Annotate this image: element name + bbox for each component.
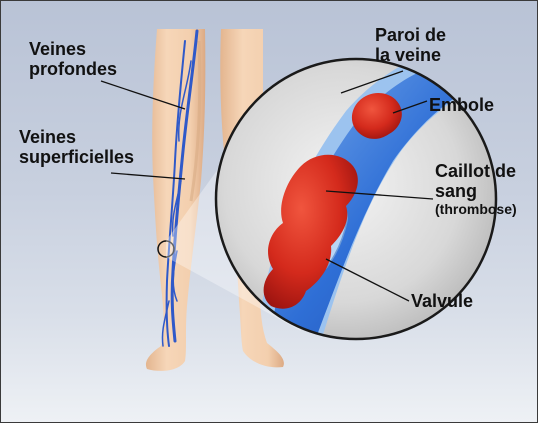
label-vein-wall: Paroi de la veine	[375, 25, 446, 65]
label-superficial-veins-line1: Veines	[19, 127, 134, 147]
label-clot-note: (thrombose)	[435, 201, 517, 217]
label-superficial-veins: Veines superficielles	[19, 127, 134, 167]
label-deep-veins-line2: profondes	[29, 59, 117, 79]
label-clot-line2: sang	[435, 181, 517, 201]
label-deep-veins: Veines profondes	[29, 39, 117, 79]
label-clot-line1: Caillot de	[435, 161, 517, 181]
label-vein-wall-line1: Paroi de	[375, 25, 446, 45]
label-valve: Valvule	[411, 291, 473, 311]
label-embolus: Embole	[429, 95, 494, 115]
label-valve-text: Valvule	[411, 291, 473, 311]
label-embolus-text: Embole	[429, 95, 494, 115]
label-deep-veins-line1: Veines	[29, 39, 117, 59]
label-superficial-veins-line2: superficielles	[19, 147, 134, 167]
label-clot: Caillot de sang (thrombose)	[435, 161, 517, 217]
label-vein-wall-line2: la veine	[375, 45, 446, 65]
